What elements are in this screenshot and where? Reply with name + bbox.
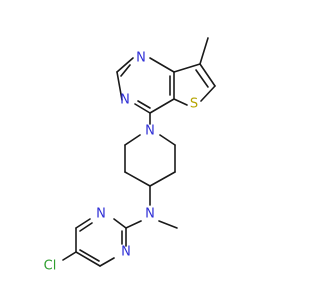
bond [149,171,176,187]
bond [158,220,178,229]
bond [173,63,201,73]
atom-labels: N N S N N N N Cl [44,51,198,274]
bond [173,98,188,106]
n-amine: N [145,207,155,222]
bond [116,57,134,73]
bond [124,134,141,146]
bond [149,57,175,73]
bond [62,251,77,261]
bond [124,171,151,187]
bond [79,249,100,262]
bond [75,251,101,267]
bond [79,222,93,232]
bond [200,85,216,102]
n-chloropyrimidine-bottom: N [121,245,131,260]
bond [195,69,209,88]
bond [113,218,127,229]
bond [159,134,176,146]
bond [99,257,115,267]
bonds [62,37,216,267]
bond [134,103,151,114]
bond [75,218,91,229]
bond [137,100,151,109]
bond [125,220,142,229]
bond [149,98,175,114]
bond [199,37,209,65]
n-piperidine: N [145,124,155,139]
bond [120,64,131,77]
bond [116,71,123,101]
n-chloropyrimidine-top: N [96,207,106,222]
bond [199,63,216,87]
cl-atom: Cl [44,259,57,274]
n-pyrimidine-left: N [120,93,130,108]
molecule-structure: N N S N N N N Cl [44,37,216,274]
n-pyrimidine-top: N [136,51,146,66]
s-thiophene: S [190,97,198,112]
molecule-svg: N N S N N N N Cl [44,37,216,274]
